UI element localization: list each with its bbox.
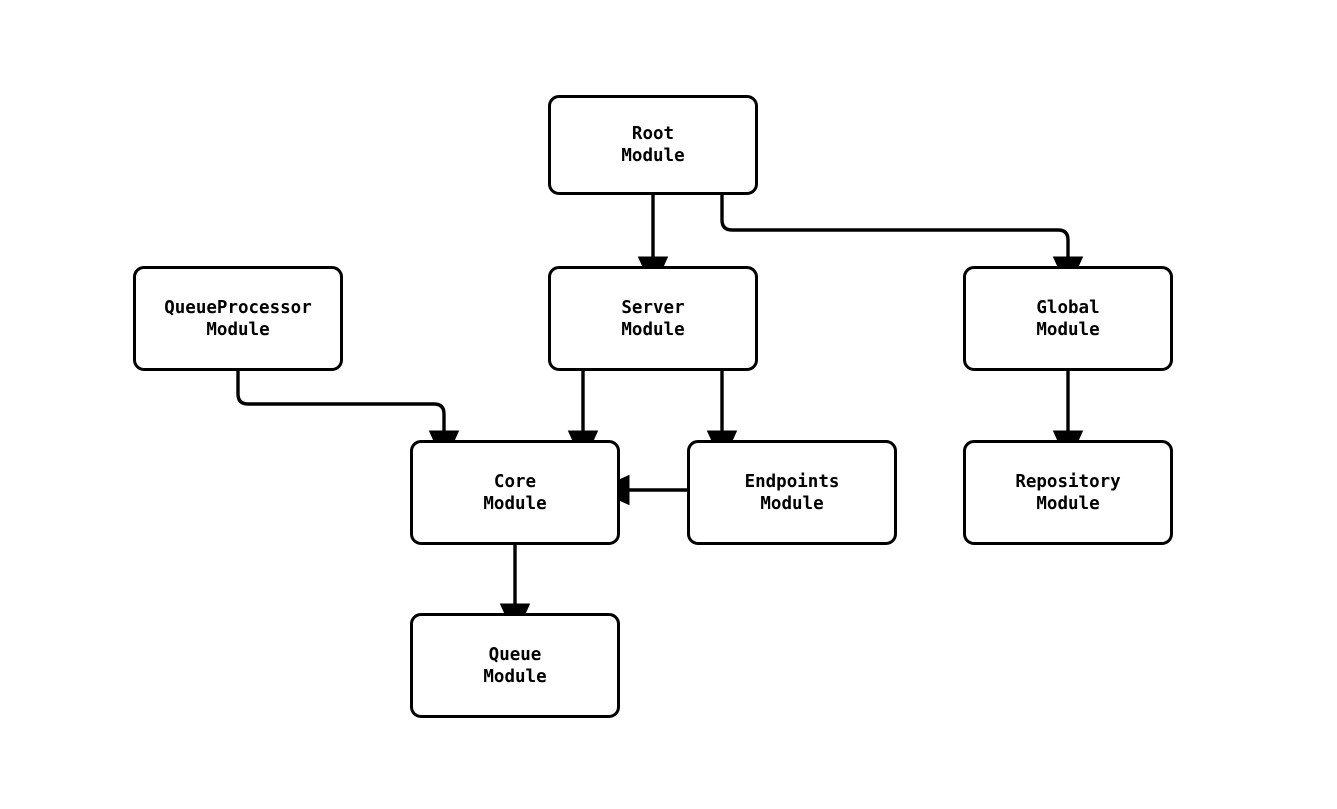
node-root[interactable]: Root Module [548, 95, 758, 195]
node-queueprocessor[interactable]: QueueProcessor Module [133, 266, 343, 371]
node-endpoints-line2: Module [760, 493, 824, 514]
node-core[interactable]: Core Module [410, 440, 620, 545]
node-global-line1: Global [1036, 297, 1100, 318]
node-queueprocessor-line2: Module [206, 319, 270, 340]
node-repository-line2: Module [1036, 493, 1100, 514]
node-queueprocessor-line1: QueueProcessor [164, 297, 312, 318]
edge-root-to-global [720, 195, 1084, 291]
node-queue[interactable]: Queue Module [410, 613, 620, 718]
node-endpoints-line1: Endpoints [744, 471, 840, 492]
node-endpoints[interactable]: Endpoints Module [687, 440, 897, 545]
node-core-line2: Module [483, 493, 547, 514]
node-global-line2: Module [1036, 319, 1100, 340]
node-root-line1: Root [631, 124, 675, 144]
node-root-line2: Module [621, 146, 685, 166]
node-repository-line1: Repository [1015, 471, 1121, 492]
edge-queueprocessor-to-core [236, 371, 460, 465]
node-repository[interactable]: Repository Module [963, 440, 1173, 545]
node-queue-line2: Module [483, 666, 547, 687]
node-server-line1: Server [621, 297, 685, 318]
node-server-line2: Module [621, 319, 685, 340]
node-queue-line1: Queue [488, 644, 542, 665]
node-server[interactable]: Server Module [548, 266, 758, 371]
node-global[interactable]: Global Module [963, 266, 1173, 371]
node-core-line1: Core [493, 471, 537, 492]
